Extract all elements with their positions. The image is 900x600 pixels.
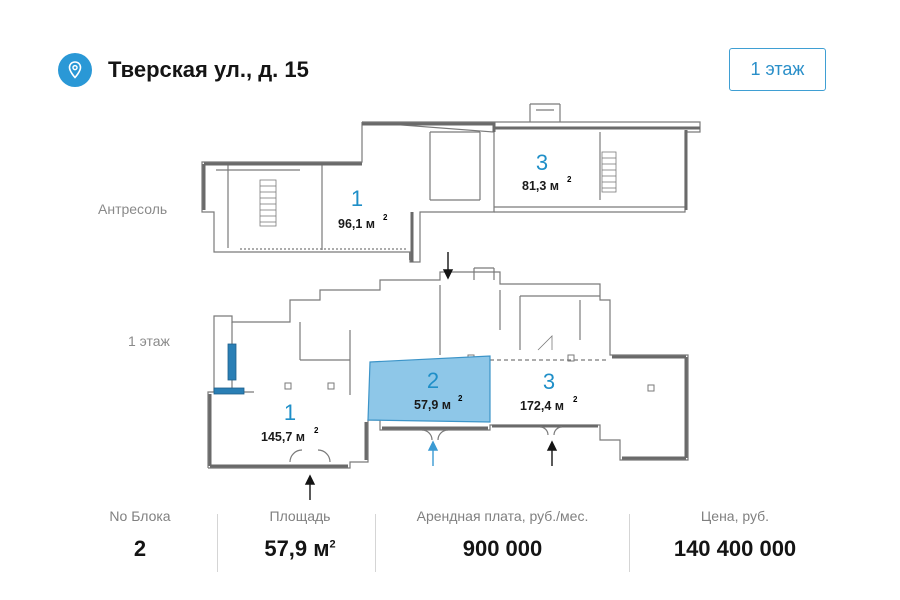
block-2-highlight[interactable] xyxy=(367,355,491,423)
stat-price: Цена, руб. 140 400 000 xyxy=(645,508,825,562)
divider xyxy=(629,514,630,572)
floor-select-button[interactable]: 1 этаж xyxy=(729,48,826,91)
mezzanine-stairs-left xyxy=(259,179,277,227)
block-labels: 1 96,1 м 2 3 81,3 м 2 1 145,7 м 2 2 57,9… xyxy=(261,150,578,444)
area-superscript: 2 xyxy=(567,175,572,184)
stat-value: 57,9 м2 xyxy=(264,536,336,561)
floor-stairs xyxy=(213,335,553,395)
stat-label: Площадь xyxy=(269,508,331,524)
area-superscript: 2 xyxy=(573,395,578,404)
area-superscript: 2 xyxy=(383,213,388,222)
block-area: 81,3 м xyxy=(522,179,559,193)
area-superscript: 2 xyxy=(314,426,319,435)
block-number: 1 xyxy=(351,186,363,211)
stat-value: 900 000 xyxy=(462,536,543,561)
address-title: Тверская ул., д. 15 xyxy=(108,57,309,82)
stat-rent: Арендная плата, руб./мес. 900 000 xyxy=(390,508,615,562)
doors xyxy=(289,426,563,463)
block-number: 1 xyxy=(284,400,296,425)
area-superscript: 2 xyxy=(458,394,463,403)
block-number: 3 xyxy=(543,369,555,394)
stat-label: No Блока xyxy=(109,508,171,524)
stat-value: 140 400 000 xyxy=(673,536,797,561)
block-area: 96,1 м xyxy=(338,217,375,231)
stat-block: No Блока 2 xyxy=(90,508,190,562)
entrance-arrows xyxy=(304,252,558,500)
floor-label: 1 этаж xyxy=(128,333,170,349)
block-details: No Блока 2 Площадь 57,9 м2 Арендная плат… xyxy=(60,508,840,578)
block-area: 172,4 м xyxy=(520,399,564,413)
stat-area: Площадь 57,9 м2 xyxy=(240,508,360,562)
stat-label: Цена, руб. xyxy=(700,508,770,524)
mezzanine-label: Антресоль xyxy=(98,201,168,217)
block-area: 145,7 м xyxy=(261,430,305,444)
floor-walls xyxy=(208,355,688,468)
floor-outline xyxy=(207,267,689,469)
location-pin-icon xyxy=(58,53,92,87)
stat-value: 2 xyxy=(133,536,147,561)
mezzanine-outline xyxy=(201,103,701,263)
header: Тверская ул., д. 15 xyxy=(58,50,309,90)
block-area: 57,9 м xyxy=(414,398,451,412)
divider xyxy=(375,514,376,572)
entrance-arrow-selected xyxy=(427,440,439,466)
mezzanine-walls xyxy=(202,122,700,262)
stat-label: Арендная плата, руб./мес. xyxy=(416,508,589,524)
mezzanine-stairs-right xyxy=(601,151,617,193)
floor-plan: 1 96,1 м 2 3 81,3 м 2 1 145,7 м 2 2 57,9… xyxy=(201,103,701,500)
block-number: 3 xyxy=(536,150,548,175)
block-number: 2 xyxy=(427,368,439,393)
divider xyxy=(217,514,218,572)
